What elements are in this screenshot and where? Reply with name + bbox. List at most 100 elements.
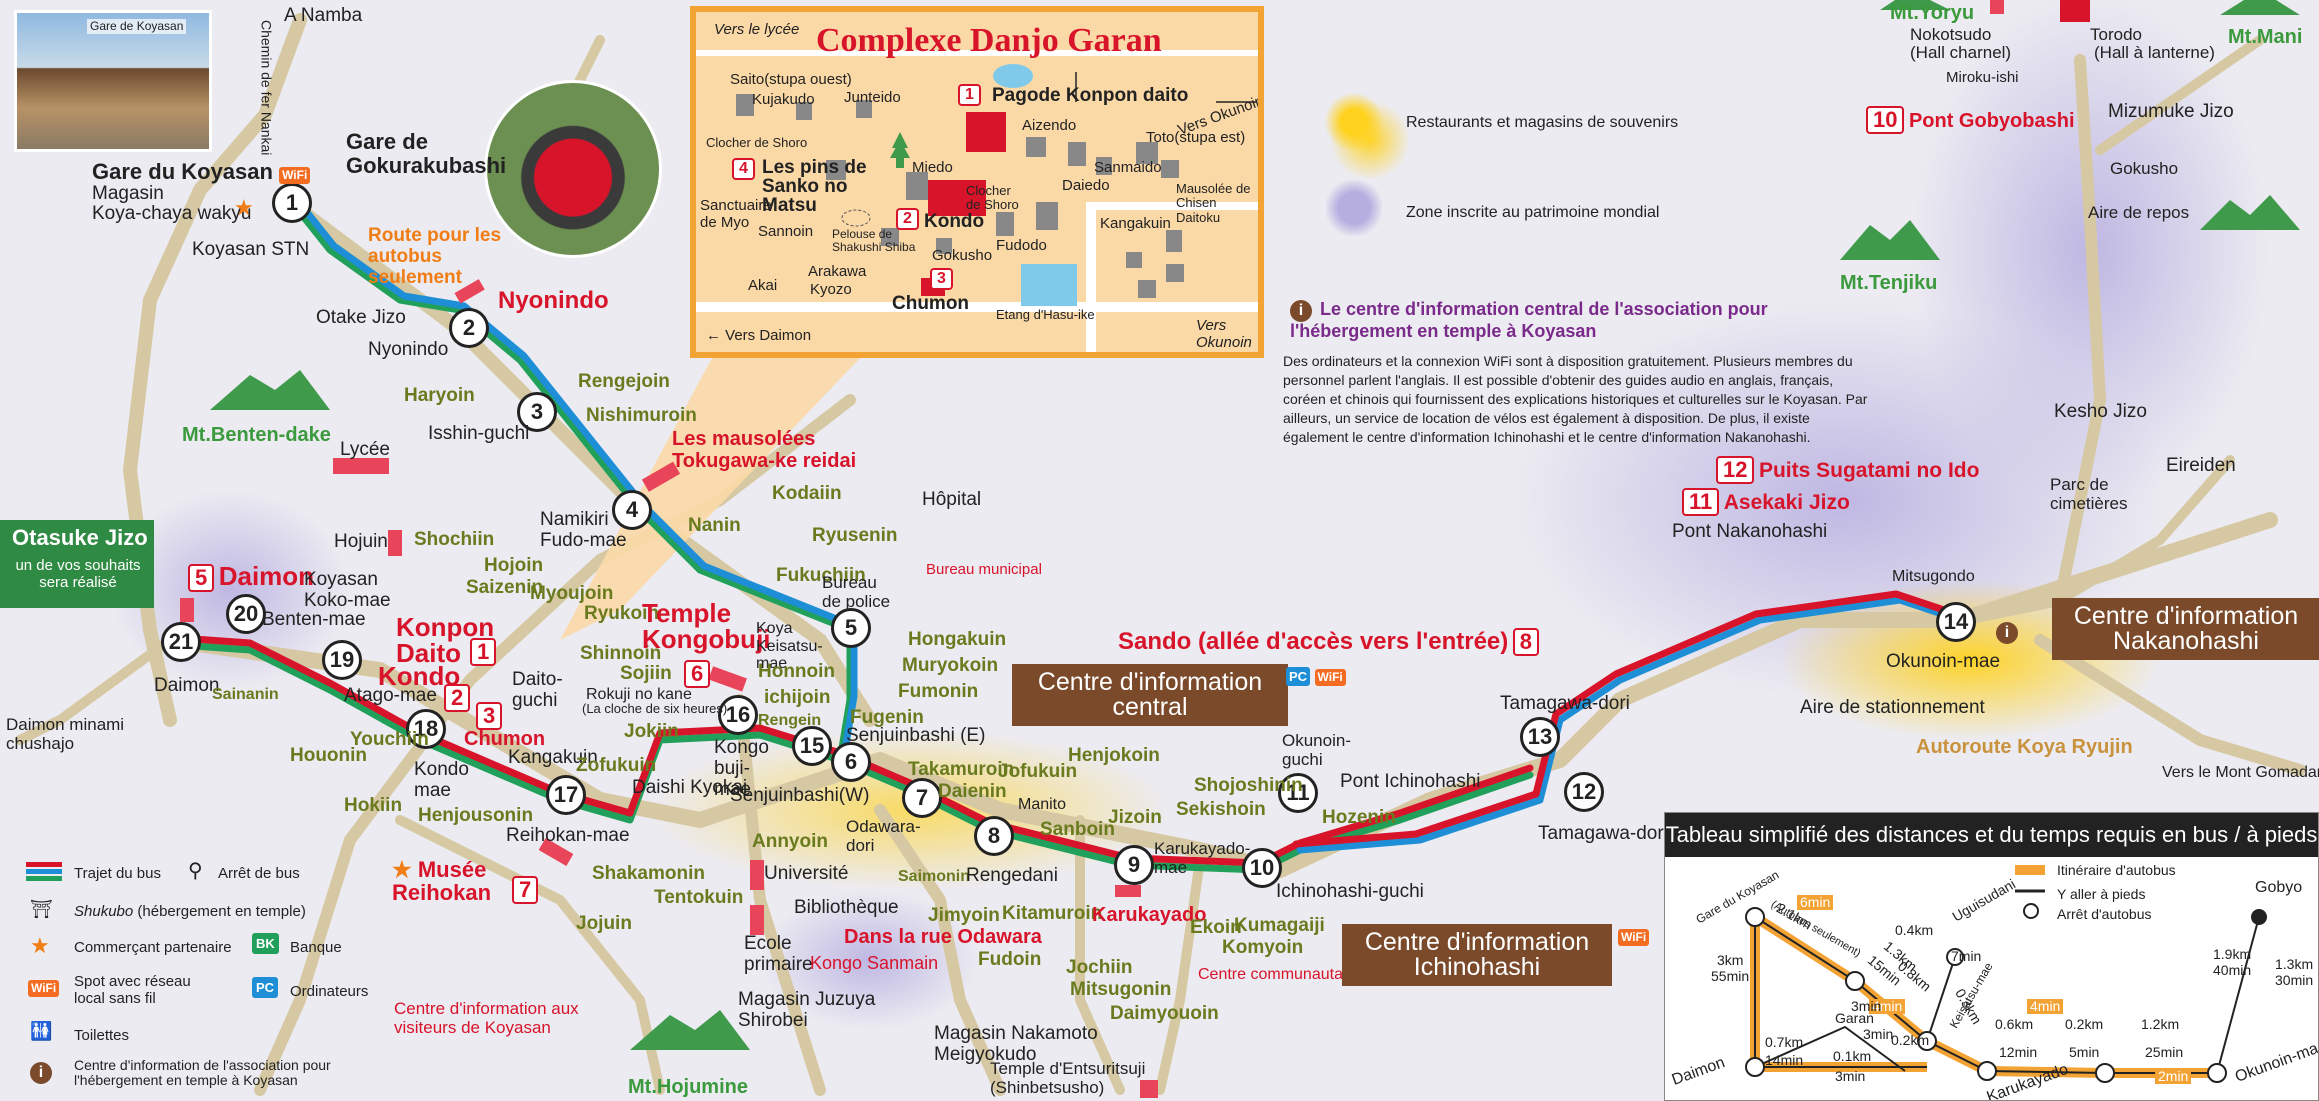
label-annyoin: Annyoin	[752, 831, 828, 852]
dist-t21: 1.2km	[2141, 1016, 2180, 1032]
legend-ordinateurs: Ordinateurs	[290, 983, 369, 1000]
label-nokotsudo: Nokotsudo	[1910, 25, 1992, 44]
dist-t17: 0.6km	[1995, 1016, 2034, 1032]
label-miroku: Miroku-ishi	[1946, 69, 2019, 86]
wifi-icon: WiFi	[1618, 929, 1650, 947]
bus-stop-18: 18	[406, 709, 446, 749]
label-aire-repos: Aire de repos	[2088, 203, 2190, 222]
label-gare-goku: Gare de Gokurakubashi	[346, 129, 507, 179]
label-magasin-nakamoto: Magasin Nakamoto Meigyokudo	[934, 1023, 1098, 1065]
dist-garan: Garan	[1835, 1010, 1874, 1026]
dist-t18: 12min	[1999, 1044, 2038, 1060]
label-kumagaiji: Kumagaiji	[1234, 915, 1325, 936]
label-gare-koyasan: Gare du Koyasan WiFi	[92, 159, 311, 185]
label-nishimuroin: Nishimuroin	[586, 405, 697, 426]
bus-stop-7: 7	[902, 778, 942, 818]
label-jimyoin: Jimyoin	[928, 905, 1000, 926]
inset-pins: Les pins de Sanko no Matsu	[762, 157, 867, 216]
label-okunoin-mae: Okunoin-mae	[1886, 651, 2001, 672]
dist-t24: 14min	[1765, 1052, 1804, 1068]
inset-kondo-num: 2	[896, 208, 919, 230]
label-kongobuji-mae: Kongo buji-mae	[714, 737, 769, 800]
inset-sanctuaire: Sanctuaire de Myo	[700, 197, 772, 231]
bus-stop-15: 15	[792, 726, 832, 766]
label-hozenin: Hozenin	[1322, 807, 1396, 828]
label-rengedani: Rengedani	[966, 865, 1058, 886]
label-daimyouoin: Daimyouoin	[1110, 1003, 1219, 1024]
label-jojuin: Jojuin	[576, 913, 632, 934]
label-mt-yoryu: Mt.Yoryu	[1890, 2, 1975, 24]
danjo-garan-inset: Complexe Danjo Garan Vers le lycée Saito…	[690, 6, 1264, 358]
inset-toto: Toto(stupa est)	[1146, 129, 1246, 146]
label-route-bus: Route pour les autobus seulement	[368, 225, 502, 288]
inset-gokusho: Gokusho	[932, 247, 993, 264]
otasuke-jizo-sign: Otasuke Jizo un de vos souhaits sera réa…	[0, 520, 154, 608]
inset-vers-daimon: ← Vers Daimon	[706, 327, 812, 344]
inset-daiedo: Daiedo	[1062, 177, 1110, 194]
label-karukayado-mae: Karukayado-mae	[1154, 839, 1251, 877]
label-kesho: Kesho Jizo	[2054, 401, 2147, 422]
label-hopital: Hôpital	[922, 489, 982, 510]
dist-legend-bus: Itinéraire d'autobus	[2057, 862, 2176, 878]
distance-title: Tableau simplifié des distances et du te…	[1665, 813, 2318, 857]
label-isshin-guchi: Isshin-guchi	[428, 423, 530, 444]
label-bureau-police: Bureau de police	[822, 573, 891, 611]
label-bureau-mun: Bureau municipal	[926, 561, 1042, 578]
label-fugenin: Fugenin	[850, 707, 924, 728]
dist-t11: 40min	[2213, 962, 2252, 978]
label-renge-in: Rengein	[758, 712, 822, 729]
distance-table: Tableau simplifié des distances et du te…	[1664, 812, 2319, 1101]
label-karukayado: Karukayado	[1092, 904, 1207, 926]
shukubo-icon: ⛩	[30, 899, 53, 919]
dist-t16: 4min	[2027, 998, 2064, 1015]
centre-ichino-box: Centre d'information Ichinohashi	[1342, 924, 1612, 986]
star-icon: ★	[392, 857, 412, 882]
bus-stop-14: 14	[1936, 602, 1976, 642]
label-musee: ★ Musée Reihokan	[392, 857, 492, 906]
info-paragraph: Des ordinateurs et la connexion WiFi son…	[1283, 353, 1868, 445]
label-vers-gomadan: Vers le Mont Gomadan	[2162, 764, 2319, 781]
inset-clocher-shoro: Clocher de Shoro	[706, 135, 808, 150]
legend-centre-assoc: Centre d'information de l'association po…	[74, 1057, 331, 1089]
label-daishi: Daishi Kyokai	[632, 777, 748, 798]
info-icon: i	[1996, 622, 2018, 644]
label-fukuchiin: Fukuchiin	[776, 565, 866, 586]
label-konpon-num: 1	[470, 638, 497, 667]
label-asekaki: 11 Asekaki Jizo	[1682, 488, 1850, 517]
bus-stop-5: 5	[831, 608, 871, 648]
label-pont-nakano: Pont Nakanohashi	[1672, 521, 1828, 542]
label-centre-visiteurs: Centre d'information aux visiteurs de Ko…	[394, 999, 579, 1037]
dist-t25: 0.1km	[1833, 1048, 1872, 1064]
label-ichinohashi-guchi: Ichinohashi-guchi	[1276, 881, 1424, 902]
label-daimon: Daimon	[154, 675, 220, 696]
dist-t22: 25min	[2145, 1044, 2184, 1060]
legend-restaurants-swatch	[1324, 92, 1384, 152]
label-kitamuroin: Kitamuroin	[1002, 903, 1103, 924]
dist-t1: 6min	[1797, 894, 1834, 911]
label-lycee: Lycée	[340, 439, 390, 460]
bus-stop-19: 19	[322, 640, 362, 680]
distance-graphics	[1745, 865, 2267, 1083]
label-ryukoin: Ryukoin	[584, 603, 659, 624]
label-a-namba: A Namba	[284, 5, 363, 26]
label-ryusenin: Ryusenin	[812, 525, 898, 546]
label-komyoin: Komyoin	[1222, 937, 1304, 958]
label-ichijoin: ichijoin	[764, 687, 831, 708]
label-eireiden: Eireiden	[2166, 455, 2236, 476]
label-sugatami: 12 Puits Sugatami no Ido	[1716, 456, 1979, 485]
label-nyonindo-red: Nyonindo	[498, 287, 609, 314]
label-kondo-num: 2	[444, 684, 471, 713]
inset-connector	[560, 358, 860, 640]
label-daimon-minami: Daimon minami chushajo	[6, 715, 125, 753]
bus-stop-16: 16	[718, 695, 758, 735]
inset-akai: Akai	[748, 277, 778, 294]
label-ekoin: Ekoin	[1190, 917, 1242, 938]
bus-stop-13: 13	[1520, 717, 1560, 757]
bus-stop-17: 17	[546, 775, 586, 815]
label-mt-benten: Mt.Benten-dake	[182, 424, 331, 446]
label-hall-lanterne: (Hall à lanterne)	[2094, 43, 2215, 62]
wifi-icon: WiFi	[1314, 669, 1346, 687]
label-daito-guchi: Daito-guchi	[512, 669, 563, 711]
dist-t13: 30min	[2275, 972, 2314, 988]
